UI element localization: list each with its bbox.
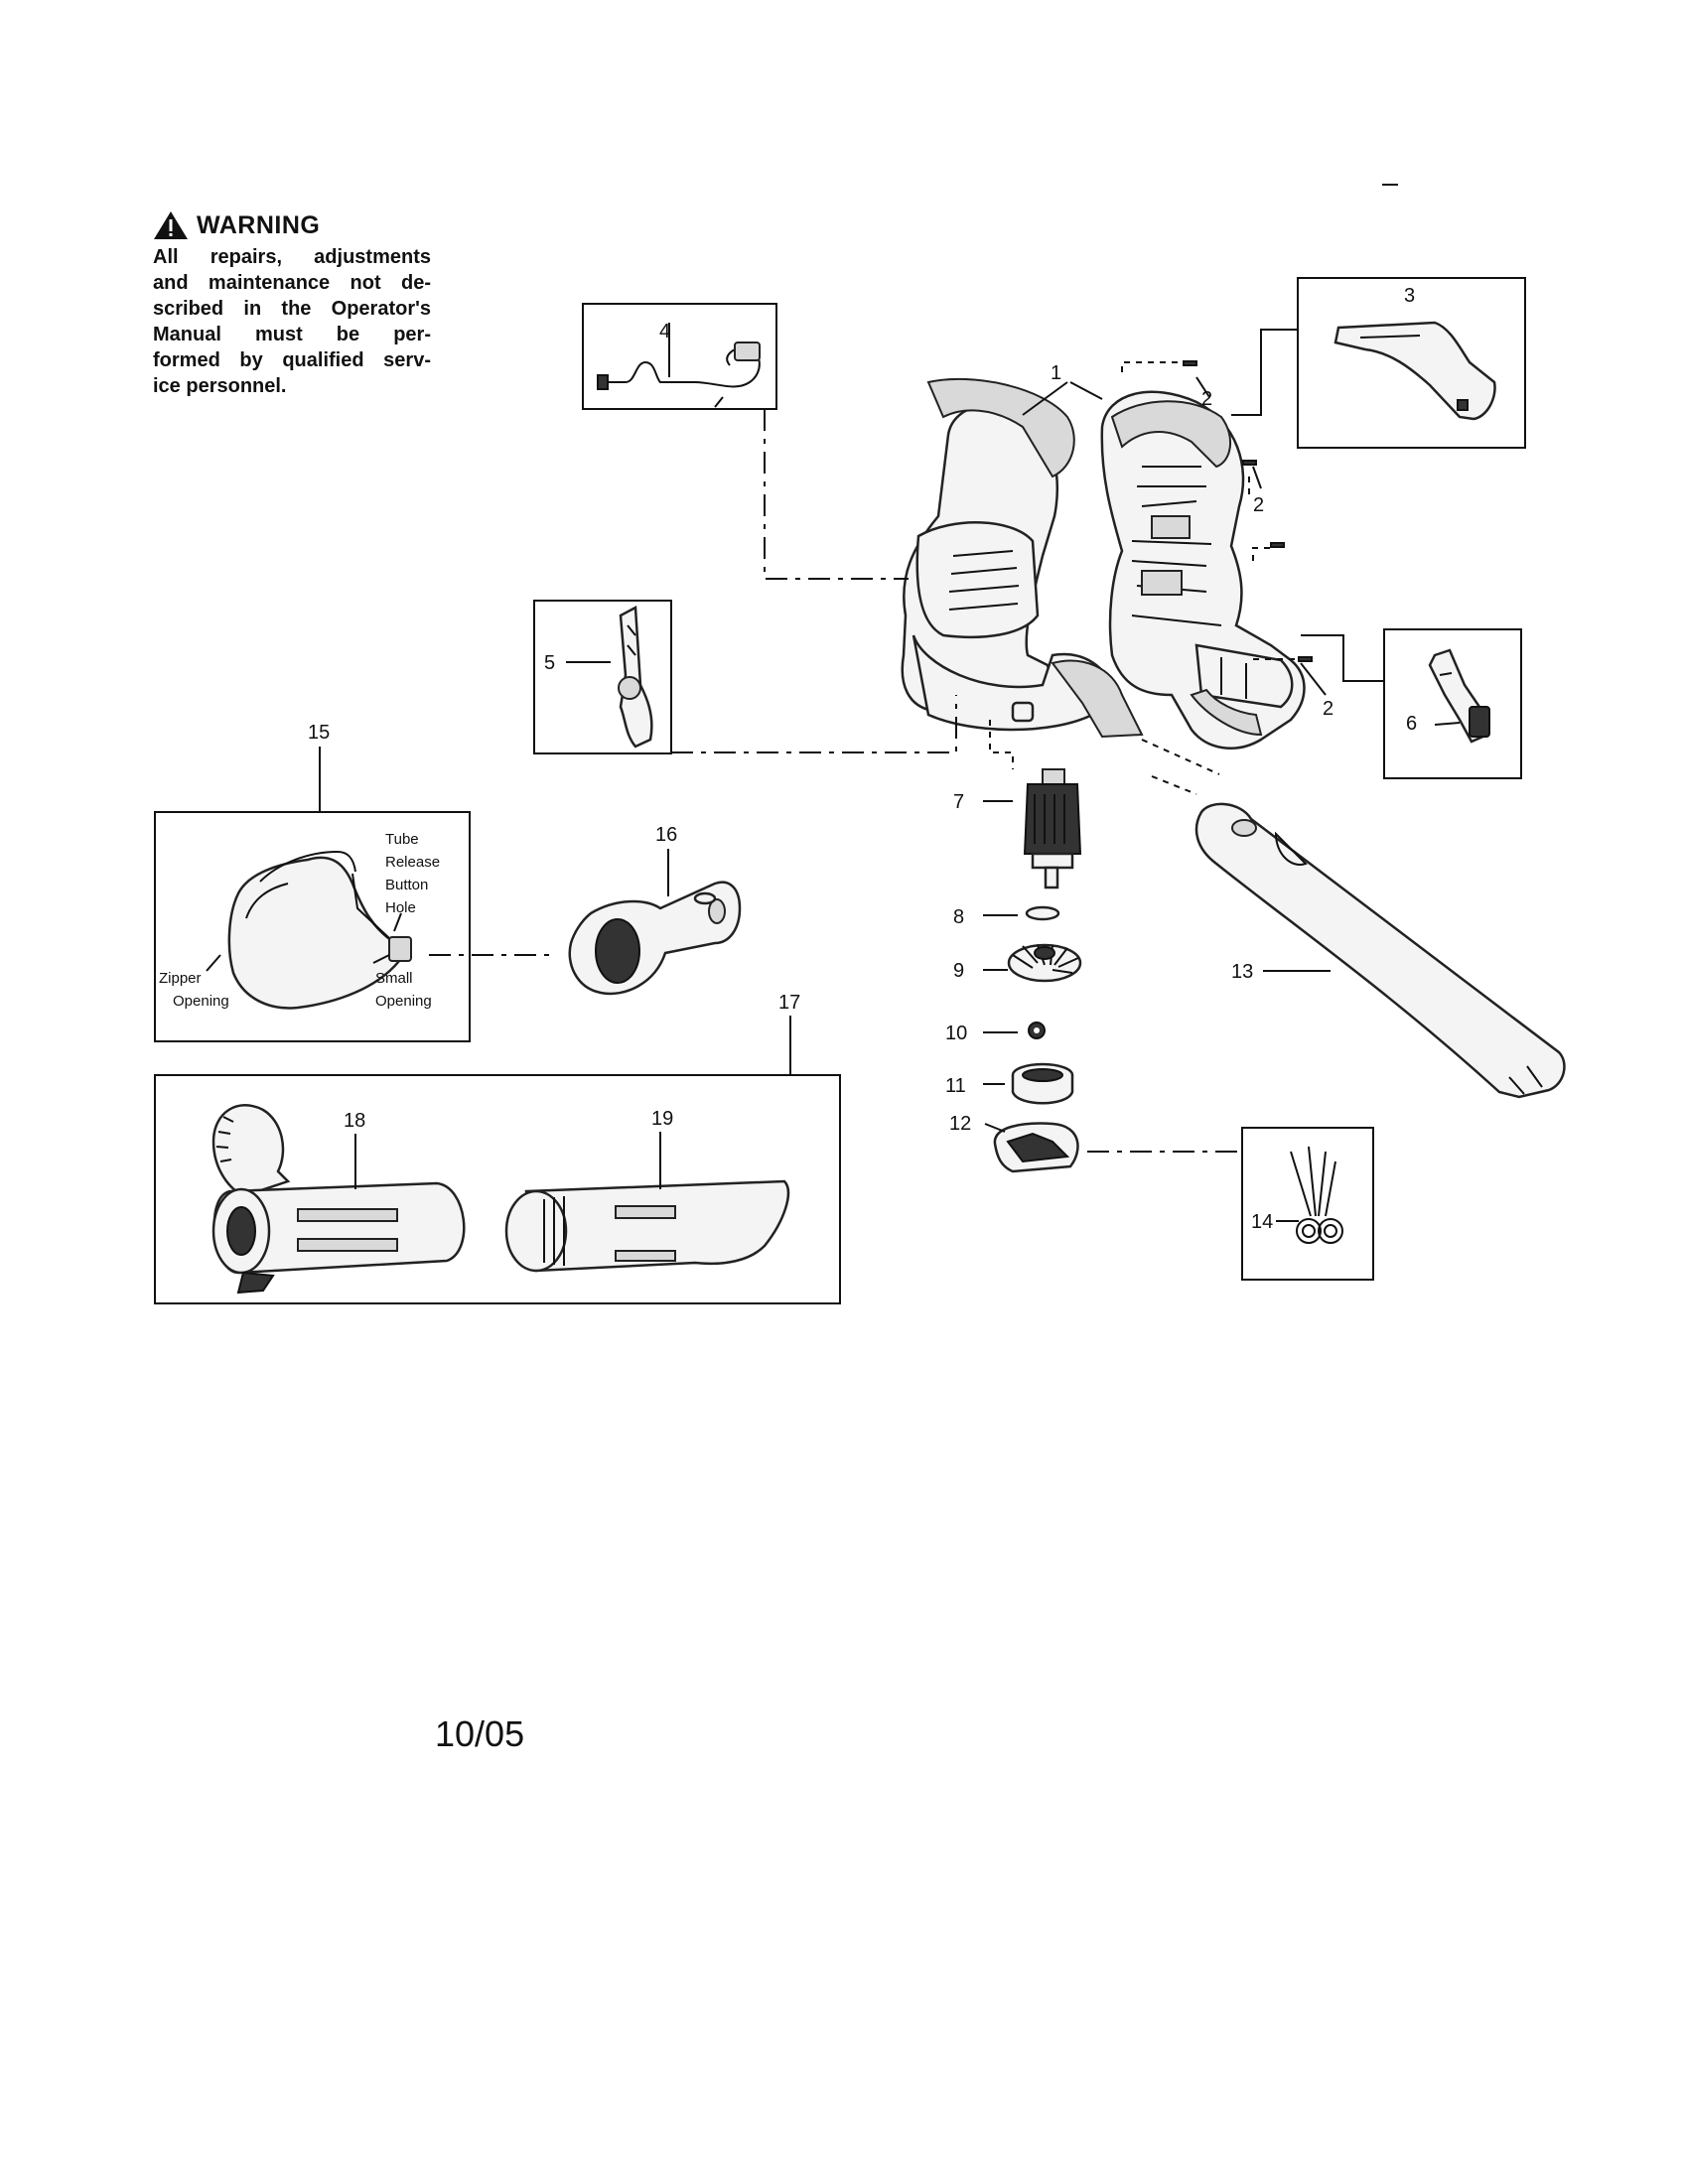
- part-4-box: [582, 303, 777, 410]
- part-16-bag-adapter: [568, 881, 742, 996]
- warning-triangle-icon: [154, 211, 188, 239]
- part-3-bracket: [1333, 321, 1496, 421]
- callout-2: 2: [1253, 494, 1264, 516]
- callout-1: 1: [1051, 362, 1061, 384]
- callout-5: 5: [544, 652, 555, 674]
- warning-line: ice personnel.: [153, 375, 287, 397]
- warning-text: All repairs, adjustments and maintenance…: [153, 244, 431, 399]
- callout-9: 9: [953, 960, 964, 982]
- callout-18: 18: [344, 1110, 365, 1132]
- bag-label-button: Button: [385, 877, 428, 893]
- callout-11: 11: [945, 1075, 966, 1097]
- part-14-box: [1241, 1127, 1374, 1281]
- part-14-springs: [1290, 1146, 1343, 1244]
- callout-2: 2: [1323, 698, 1333, 720]
- bag-label-small-opening: Opening: [375, 993, 432, 1010]
- part-4-cord: [597, 341, 761, 408]
- screw-set: [1183, 360, 1313, 662]
- part-13-blower-tube: [1194, 802, 1566, 1099]
- housing-right-half: [1100, 390, 1306, 750]
- callout-7: 7: [953, 791, 964, 813]
- bag-label-zipper-opening: Opening: [173, 993, 229, 1010]
- warning-line: and maintenance not de-: [153, 272, 431, 294]
- warning-title: WARNING: [197, 210, 321, 239]
- warning-line: Manual must be per-: [153, 324, 431, 345]
- callout-19: 19: [651, 1108, 673, 1130]
- part-18-upper-tube: [211, 1104, 466, 1295]
- warning-line: All repairs, adjustments: [153, 246, 431, 268]
- warning-heading: WARNING: [153, 210, 320, 240]
- part-15-bag: [227, 850, 412, 1010]
- part-5-switch: [618, 605, 653, 749]
- bag-label-small: Small: [375, 970, 413, 987]
- part-5-box: [533, 600, 672, 754]
- warning-line: formed by qualified serv-: [153, 349, 431, 371]
- bag-label-hole: Hole: [385, 899, 416, 916]
- callout-4: 4: [659, 321, 670, 342]
- part-6-trigger: [1428, 648, 1490, 744]
- part-9-fan: [1007, 943, 1082, 983]
- part-11-ring: [1011, 1062, 1074, 1105]
- callout-6: 6: [1406, 713, 1417, 735]
- callout-16: 16: [655, 824, 677, 846]
- callout-8: 8: [953, 906, 964, 928]
- callout-15: 15: [308, 722, 330, 744]
- bag-label-tube: Tube: [385, 831, 419, 848]
- date-code: 10/05: [435, 1713, 525, 1754]
- warning-line: scribed in the Operator's: [153, 298, 431, 320]
- bag-label-zipper: Zipper: [159, 970, 202, 987]
- callout-12: 12: [949, 1113, 971, 1135]
- callout-13: 13: [1231, 961, 1253, 983]
- bag-label-release: Release: [385, 854, 440, 871]
- part-8-washer: [1025, 905, 1060, 921]
- part-15-box: [154, 811, 471, 1042]
- part-6-box: [1383, 628, 1522, 779]
- part-12-fan-cover: [993, 1122, 1079, 1173]
- part-10-nut: [1028, 1022, 1046, 1039]
- callout-17: 17: [778, 992, 800, 1014]
- callout-3: 3: [1404, 285, 1415, 307]
- part-7-motor: [1023, 768, 1082, 889]
- part-17-box: [154, 1074, 841, 1304]
- part-19-lower-tube: [504, 1179, 790, 1273]
- callout-14: 14: [1251, 1211, 1273, 1233]
- callout-2: 2: [1201, 388, 1212, 410]
- part-3-box: [1297, 277, 1526, 449]
- callout-10: 10: [945, 1023, 967, 1044]
